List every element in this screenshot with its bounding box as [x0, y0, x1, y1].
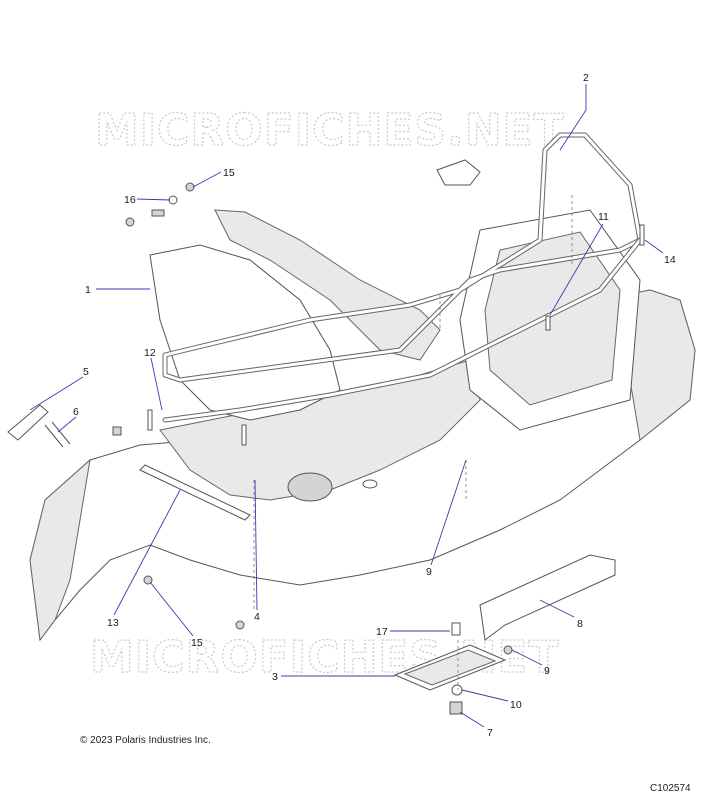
- callout-9b: 9: [544, 665, 550, 677]
- washer-16: [168, 195, 178, 205]
- assembly-lines: [253, 195, 573, 690]
- screw-9-lower: [503, 645, 513, 655]
- callout-2: 2: [583, 72, 589, 84]
- callout-labels: 1 2 3 4 5 6 7 8 9 9 10 11 12 13 14 15 15…: [73, 72, 676, 739]
- callout-4: 4: [254, 611, 260, 623]
- bracket-17: [451, 622, 461, 636]
- callout-7: 7: [487, 727, 493, 739]
- rear-fender-assembly: [29, 159, 696, 642]
- callout-8: 8: [577, 618, 583, 630]
- callout-3: 3: [272, 671, 278, 683]
- nut-bottom: [235, 620, 245, 630]
- callout-9a: 9: [426, 566, 432, 578]
- screw-4: [241, 424, 247, 446]
- callout-12: 12: [144, 347, 156, 359]
- callout-6: 6: [73, 406, 79, 418]
- copyright-notice: © 2023 Polaris Industries Inc.: [80, 735, 211, 746]
- watermark-top: MICROFICHES.NET: [95, 105, 565, 156]
- screw-11: [545, 315, 551, 331]
- callout-17: 17: [376, 626, 388, 638]
- callout-16: 16: [124, 194, 136, 206]
- clip-7: [449, 701, 463, 715]
- leader-lines: [29, 84, 664, 728]
- push-rivet: [125, 217, 135, 227]
- callout-15a: 15: [223, 167, 235, 179]
- latch-5: [7, 404, 49, 441]
- callout-5: 5: [83, 366, 89, 378]
- bolt-16: [151, 209, 165, 217]
- fasteners: [7, 182, 645, 715]
- rear-rack: [162, 132, 643, 423]
- cap: [112, 426, 122, 436]
- callout-11: 11: [598, 211, 609, 223]
- screw-12: [147, 409, 153, 431]
- callout-13: 13: [107, 617, 119, 629]
- callout-1: 1: [85, 284, 91, 296]
- rail-13: [139, 464, 251, 521]
- callout-14: 14: [664, 254, 676, 266]
- callout-15b: 15: [191, 637, 203, 649]
- reference-code: C102574: [650, 783, 691, 794]
- screw-14: [639, 224, 645, 246]
- nut-15-top: [185, 182, 195, 192]
- washer-10: [451, 684, 463, 696]
- callout-10: 10: [510, 699, 522, 711]
- bracket-8: [479, 554, 616, 641]
